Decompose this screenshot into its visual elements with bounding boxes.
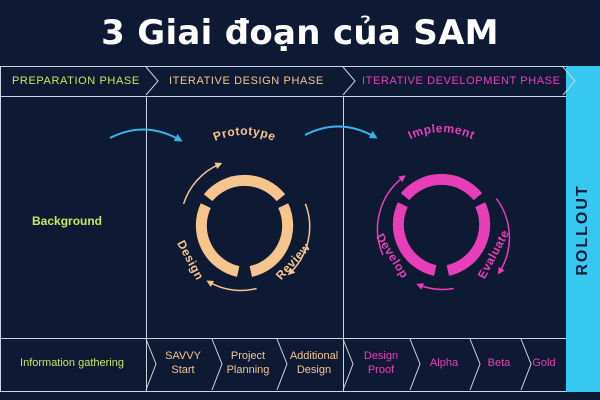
- development-column-divider: [343, 96, 344, 391]
- development-step: Beta: [487, 357, 511, 370]
- footer-chevron-1: [145, 338, 157, 391]
- development-step: Design Proof: [363, 350, 399, 376]
- development-step: Alpha: [429, 357, 459, 370]
- design-cycle-arrow-icon-3: [182, 162, 223, 205]
- design-step: Project Planning: [226, 350, 270, 376]
- design-cycle-arrow-icon-2: [206, 280, 257, 292]
- footer-chevron-7: [520, 338, 532, 391]
- top-border: [0, 66, 566, 67]
- footer-chevron-3: [276, 338, 288, 391]
- header-divider: [0, 96, 566, 97]
- design-column-divider: [146, 96, 147, 391]
- design-cycle-arrow-icon-1: [287, 203, 311, 276]
- footer-chevron-6: [469, 338, 481, 391]
- development-step: Gold: [532, 357, 556, 370]
- development-cycle-arrow-icon-1: [495, 198, 511, 275]
- footer-chevron-4: [342, 338, 354, 391]
- page-title: 3 Giai đoạn của SAM: [101, 13, 499, 53]
- left-border: [0, 66, 1, 392]
- design-cycle-ring: [195, 175, 294, 277]
- development-cycle-arrow-icon-2: [416, 283, 454, 291]
- design-phase-header: ITERATIVE DESIGN PHASE: [169, 75, 324, 87]
- development-cycle-arrow-icon-3: [376, 175, 406, 256]
- development-cycle-ring: [392, 174, 491, 276]
- information-gathering-step: Information gathering: [20, 357, 124, 370]
- footer-divider: [0, 338, 566, 339]
- footer-chevron-5: [409, 338, 421, 391]
- header-chevron-3: [562, 66, 576, 96]
- background-label: Background: [32, 214, 103, 228]
- development-cycle-top-label: Implement: [406, 121, 478, 142]
- design-step: SAVVY Start: [165, 350, 201, 376]
- footer-chevron-2: [211, 338, 223, 391]
- header-chevron-2: [342, 66, 356, 96]
- bottom-border: [0, 391, 566, 392]
- preparation-phase-header: PREPARATION PHASE: [12, 75, 140, 87]
- design-cycle-top-label: Prototype: [211, 124, 278, 144]
- rollout-bar: [566, 66, 600, 392]
- transition-arrow-icon-1: [109, 128, 183, 142]
- transition-arrow-icon-2: [304, 125, 378, 139]
- design-step: Additional Design: [289, 350, 339, 376]
- header-chevron-1: [145, 66, 159, 96]
- development-phase-header: ITERATIVE DEVELOPMENT PHASE: [362, 75, 561, 87]
